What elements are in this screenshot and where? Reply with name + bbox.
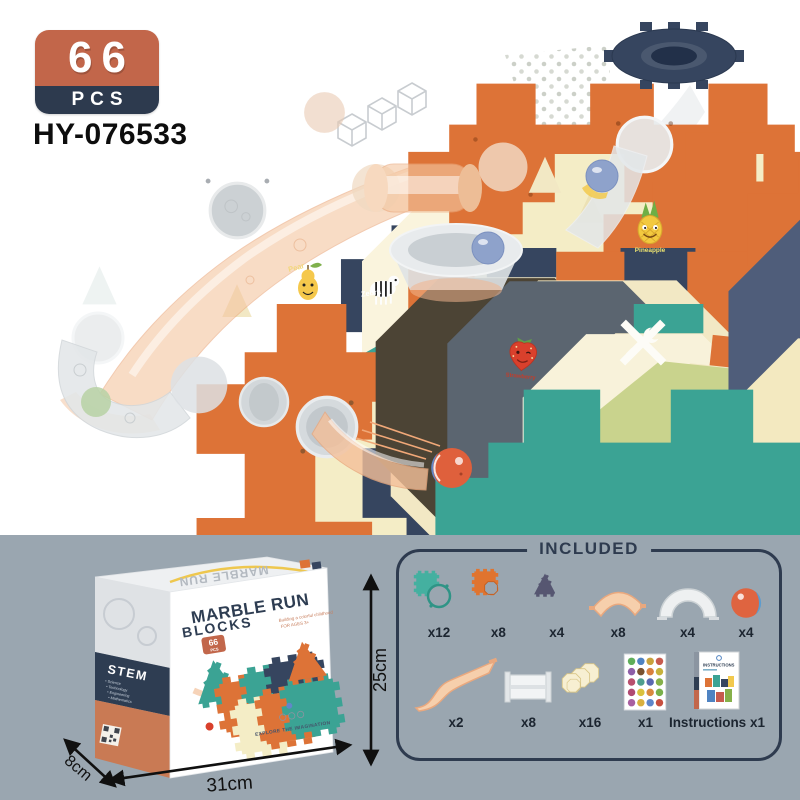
octagon-insert-icon [558,660,622,712]
pineapple-block: Pineapple [635,185,800,535]
clear-elbow-tube [57,339,191,439]
insert-pattern [619,319,667,366]
ball-icon [731,588,762,618]
wireframe-cubes-icon [337,82,427,147]
launch-ball [431,448,472,488]
strawberry-label: Strawberry [505,372,536,381]
stem-item-3: • Mathematics [108,696,132,705]
svg-text:66: 66 [208,636,219,647]
qr-code [99,724,122,747]
qty-label: x2 [448,715,464,730]
pineapple-label: Pineapple [635,247,666,254]
badge-unit-section: PCS [35,86,159,114]
sticker-sheet-icon [624,653,667,711]
stem-panel [95,652,170,716]
badge-count: 66 [68,33,135,82]
part-octagon-insert: x16 [558,660,622,730]
qty-label: x1 [637,715,653,730]
booklet-title: INSTRUCTIONS [703,663,735,668]
box-age: FOR AGES 3+ [280,619,310,628]
part-curve-slide: x8 [588,576,648,640]
toy-scene: Pear Zebra [57,22,800,535]
pcs-badge: 66 PCS [35,30,159,114]
qty-label: x16 [578,715,602,730]
blue-marble-slide [585,159,619,193]
top-platform-tile [604,22,744,89]
box-side: STEM • Science • Technology • Engineerin… [95,577,170,778]
zebra-block: Zebra [360,252,800,535]
clear-slide [565,145,648,249]
stem-item-1: • Technology [106,685,128,693]
orange-square-icon [471,568,525,622]
arch-tube-icon [656,588,719,620]
pear-block: Pear [287,248,800,535]
orange-tube-block [473,132,800,535]
teal-triangle-center [528,156,800,535]
horizontal-tube [364,163,482,213]
height-label: 25cm [370,648,390,692]
booklet-art [704,675,734,702]
depth-label: 8cm [61,752,95,784]
badge-unit: PCS [71,89,129,110]
pear-art [298,262,322,300]
qty-label: x4 [549,625,565,640]
part-orange-square: x8 [471,568,525,640]
pear-label: Pear [287,261,305,274]
qty-label: x4 [680,625,696,640]
box-art [189,637,349,766]
navy-insert-block [619,306,800,535]
pineapple-art [637,200,663,245]
part-straight-tube: x8 [499,662,557,730]
included-title: INCLUDED [527,539,651,559]
width-dimension: 31cm [107,738,353,797]
instructions-label: Instructions x1 [668,715,765,730]
strawberry-block: Strawberry [505,314,800,535]
part-triangle: x4 [532,572,582,640]
zebra-label: Zebra [360,287,382,299]
box-figure: MARBLE RUN BLOCKS STEM • Science • Techn… [61,556,390,797]
strawberry-art [509,337,537,372]
triangle-icon [532,572,566,608]
teal-triangle-block [82,266,645,535]
height-dimension: 25cm [362,573,390,767]
qty-label: x8 [490,625,506,640]
speed-lines [355,421,441,460]
svg-text:PCS: PCS [210,646,219,652]
cream-block [170,345,800,535]
model-number: HY-076533 [33,118,188,151]
included-row-2: x2 x8 x16 [399,640,779,730]
blue-marble-funnel [471,231,505,265]
instruction-book-icon: INSTRUCTIONS [693,651,740,710]
width-label: 31cm [206,772,254,796]
s-slide-icon [414,657,498,712]
part-sticker-sheet: x1 [622,652,668,730]
box-front: MARBLE RUN BLOCKS Building a colorful ch… [169,567,349,779]
qty-label: x8 [520,715,536,730]
qty-label: x12 [427,625,451,640]
green-marble [81,387,111,417]
launcher-halfpipe [311,411,429,491]
teal-square-icon [413,570,452,609]
part-arch-tube: x4 [655,580,721,640]
included-panel: INCLUDED x12 x8 [396,539,782,761]
box-footer-icons [279,710,305,721]
navy-ring-block [205,175,800,535]
straight-tube-icon [504,671,552,703]
orange-top-center-block [304,84,800,511]
zebra-art [370,275,400,305]
badge-count-section: 66 [35,30,159,86]
stem-item-0: • Science [105,679,121,686]
curve-slide-icon [589,591,647,618]
stem-item-2: • Engineering [107,690,130,698]
part-instruction-book: INSTRUCTIONS Instructions x1 [669,650,765,730]
part-s-slide: x2 [413,656,499,730]
box-badge: 66 PCS [201,634,226,655]
qty-label: x4 [738,625,754,640]
qty-label: x8 [610,625,626,640]
navy-tube-block [238,368,800,535]
included-row-1: x12 x8 x4 [399,552,779,640]
part-teal-square: x12 [413,570,465,640]
funnel-bowl [389,223,523,302]
part-ball: x4 [727,584,765,640]
